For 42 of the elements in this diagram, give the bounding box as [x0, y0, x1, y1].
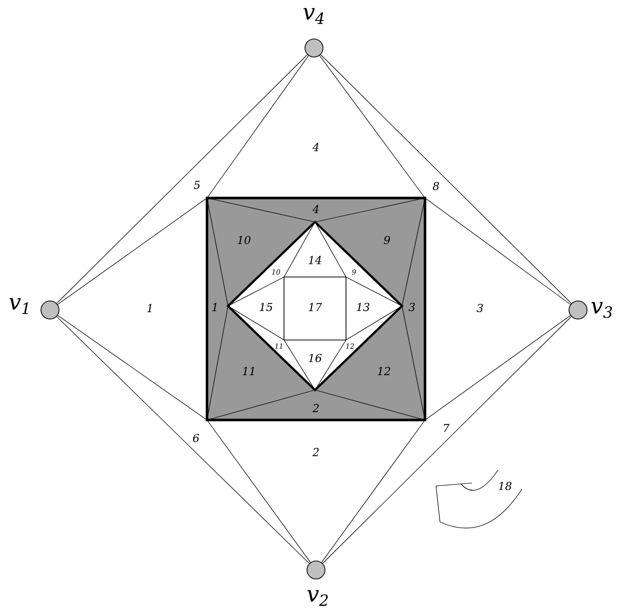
- face-number: 8: [432, 182, 439, 190]
- face-number: 6: [193, 434, 200, 442]
- vertex-label: v$_{1}$: [9, 298, 28, 314]
- face-number: 4: [312, 204, 319, 214]
- graph-edge: [322, 316, 572, 564]
- face-number: 7: [444, 424, 450, 432]
- graph-edge: [424, 315, 571, 420]
- face-number: 14: [308, 256, 322, 264]
- face-number: 12: [378, 366, 390, 376]
- face-number: 18: [498, 482, 512, 490]
- face-number: 3: [408, 302, 415, 312]
- face-number: 17: [308, 302, 322, 312]
- vertex-circle: [568, 300, 588, 320]
- face-number: 2: [312, 448, 319, 456]
- vertex-label: v$_{4}$: [303, 8, 324, 24]
- vertex-label: v$_{2}$: [307, 590, 328, 606]
- graph-edge: [57, 315, 208, 420]
- face-number: 2: [312, 404, 319, 412]
- vertex-label: v$_{3}$: [591, 302, 612, 318]
- face-number: 4: [312, 142, 319, 152]
- graph-edge: [321, 420, 426, 563]
- graph-edge: [320, 54, 572, 304]
- vertex-circle: [304, 38, 324, 58]
- graph-edge: [424, 198, 571, 305]
- face-number: 10: [238, 236, 250, 244]
- vertex-circle: [306, 560, 326, 580]
- graph-edge: [319, 55, 426, 198]
- face-number: 16: [308, 354, 322, 362]
- face-number: 3: [476, 304, 483, 312]
- graph-edge: [56, 54, 308, 304]
- face-number: 15: [260, 302, 272, 312]
- graph-edge: [206, 420, 311, 563]
- face-number: 13: [356, 302, 370, 312]
- graph-edge: [206, 55, 309, 198]
- face-number: 5: [194, 180, 200, 190]
- graph-edge: [56, 316, 310, 564]
- vertex-circle: [40, 300, 60, 320]
- face-number: 1: [147, 304, 152, 312]
- face-number: 1: [212, 302, 216, 312]
- graph-edge: [57, 198, 208, 305]
- face-number: 9: [384, 236, 390, 244]
- face-number: 11: [242, 366, 254, 376]
